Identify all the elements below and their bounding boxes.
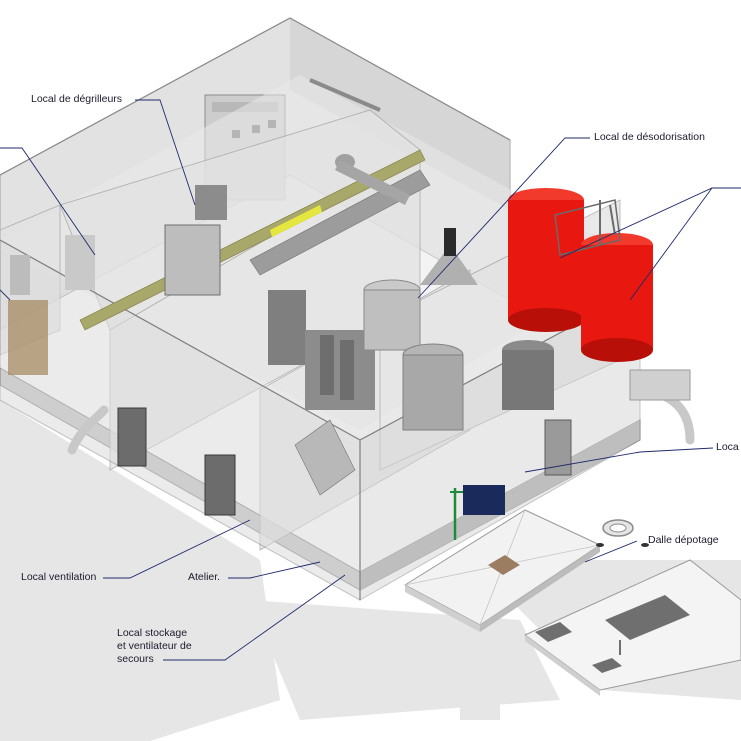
label-local-stockage: Local stockage et ventilateur de secours bbox=[117, 627, 227, 666]
label-local-ventilation: Local ventilation bbox=[21, 571, 97, 583]
label-local-stockage-line1: Local stockage bbox=[117, 627, 188, 639]
leader-lines bbox=[0, 99, 741, 661]
leader-atelier bbox=[228, 561, 321, 579]
label-dalle-depotage: Dalle dépotage bbox=[648, 534, 719, 546]
label-local-stockage-line3: secours bbox=[117, 653, 154, 665]
building-front-wall bbox=[0, 239, 641, 601]
label-local-degrilleurs: Local de dégrilleurs bbox=[31, 93, 123, 105]
label-local-desodorisation: Local de désodorisation bbox=[594, 131, 705, 143]
secondary-slab bbox=[524, 559, 741, 696]
leader-left-cut bbox=[0, 289, 11, 301]
manhole-ring bbox=[596, 519, 649, 547]
leader-degrilleurs bbox=[135, 99, 196, 206]
unloading-slab bbox=[404, 509, 602, 632]
label-local-stockage-line2: et ventilateur de bbox=[117, 640, 192, 652]
leader-stockage bbox=[163, 574, 346, 661]
label-local-right-cut: Loca bbox=[716, 441, 739, 453]
leader-desodorisation bbox=[417, 137, 590, 299]
pipe-rack bbox=[629, 369, 691, 401]
leader-left-room bbox=[0, 147, 96, 256]
leader-ventilation bbox=[103, 519, 251, 579]
leader-depotage bbox=[584, 540, 638, 563]
outdoor-equipment bbox=[450, 485, 505, 540]
leader-right-room bbox=[524, 447, 714, 473]
label-atelier: Atelier. bbox=[188, 571, 221, 583]
equipment bbox=[8, 185, 554, 496]
leader-red-tank-2 bbox=[629, 187, 713, 301]
red-storage-tanks bbox=[508, 188, 653, 362]
